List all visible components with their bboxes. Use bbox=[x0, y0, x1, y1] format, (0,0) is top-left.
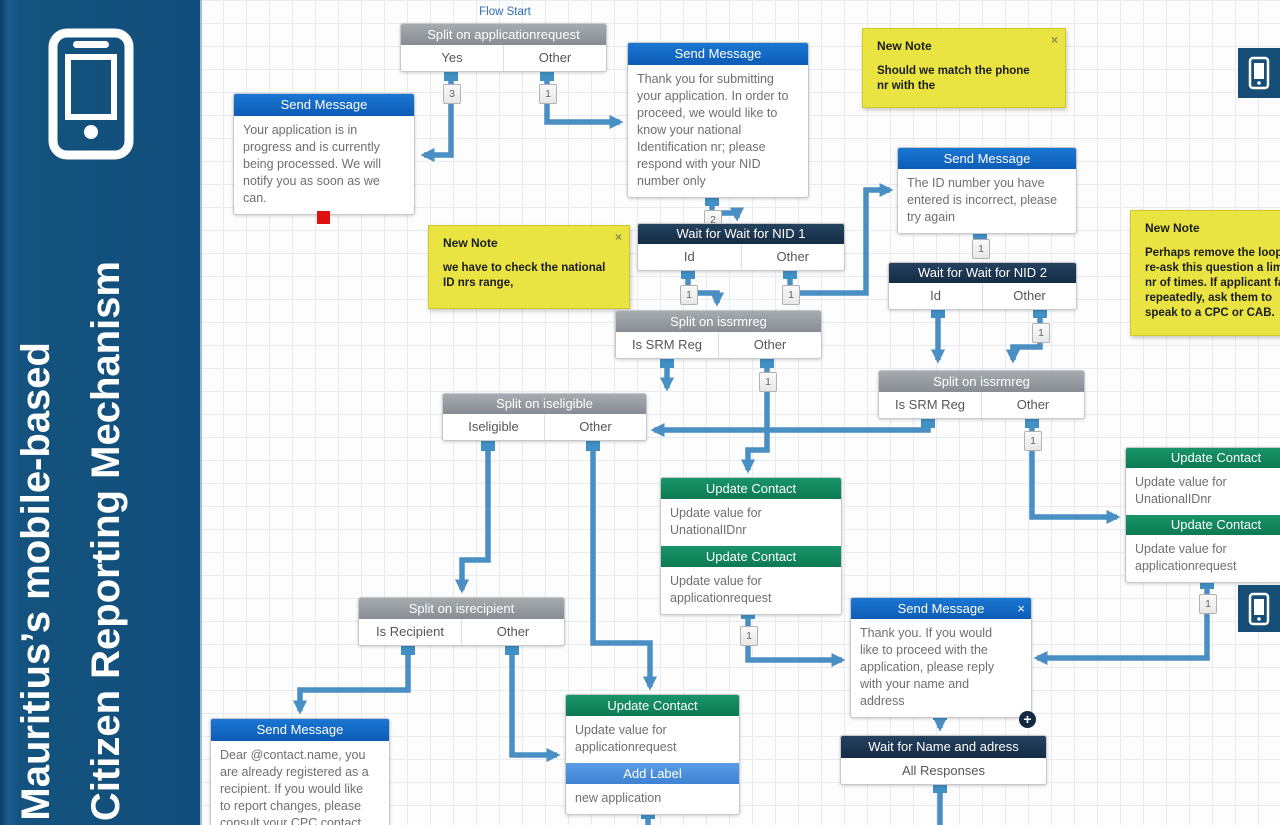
node-split-issrmreg-left[interactable]: Split on issrmreg Is SRM Reg Other bbox=[615, 310, 822, 359]
count-badge: 1 bbox=[1032, 323, 1050, 343]
count-badge: 1 bbox=[539, 84, 557, 104]
message-body: The ID number you have entered is incorr… bbox=[907, 176, 1058, 224]
node-wait-nid2[interactable]: Wait for Wait for NID 2 Id Other bbox=[888, 262, 1077, 310]
red-marker bbox=[317, 211, 330, 224]
message-body: Thank you. If you would like to proceed … bbox=[860, 626, 995, 708]
count-badge: 1 bbox=[1199, 594, 1217, 614]
split-node-header[interactable]: Split on issrmreg bbox=[879, 371, 1084, 392]
wait-node-header[interactable]: Wait for Wait for NID 2 bbox=[889, 263, 1076, 283]
exit-other[interactable]: Other bbox=[718, 332, 821, 358]
node-send-message-submit[interactable]: Send Message Thank you for submitting yo… bbox=[627, 42, 809, 198]
exit-other[interactable]: Other bbox=[503, 45, 606, 71]
update-body: Update value for applicationrequest bbox=[575, 723, 677, 754]
update-node-header[interactable]: Update Contact bbox=[1126, 515, 1280, 535]
update-node-header[interactable]: Update Contact bbox=[566, 695, 739, 716]
send-node-header[interactable]: Send Message bbox=[234, 94, 414, 116]
exit-all-responses[interactable]: All Responses bbox=[901, 763, 986, 778]
wait-node-header[interactable]: Wait for Name and adress bbox=[841, 736, 1046, 758]
note-title: New Note bbox=[877, 39, 932, 53]
count-badge: 1 bbox=[740, 626, 758, 646]
node-update-contact-right[interactable]: Update Contact Update value for Unationa… bbox=[1125, 447, 1280, 583]
add-label-header[interactable]: Add Label bbox=[566, 763, 739, 784]
exit-iseligible[interactable]: Iseligible bbox=[468, 419, 519, 434]
send-node-header[interactable]: Send Message bbox=[211, 719, 389, 741]
exit-is-srm-reg[interactable]: Is SRM Reg bbox=[894, 397, 966, 412]
message-body: Thank you for submitting your applicatio… bbox=[637, 72, 789, 188]
split-node-header[interactable]: Split on isrecipient bbox=[359, 598, 564, 619]
phone-logo-icon bbox=[48, 28, 134, 160]
node-send-message-dear[interactable]: Send Message Dear @contact.name, you are… bbox=[210, 718, 390, 825]
count-badge: 1 bbox=[1024, 431, 1042, 451]
add-connection-icon[interactable]: + bbox=[1019, 711, 1036, 728]
update-body: Update value for UnationalIDnr bbox=[670, 506, 762, 537]
node-update-contact-mid[interactable]: Update Contact Update value for Unationa… bbox=[660, 477, 842, 615]
close-icon[interactable]: × bbox=[1017, 601, 1025, 616]
count-badge: 1 bbox=[782, 285, 800, 305]
node-split-isrecipient[interactable]: Split on isrecipient Is Recipient Other bbox=[358, 597, 565, 646]
exit-other[interactable]: Other bbox=[981, 392, 1084, 418]
exit-is-recipient[interactable]: Is Recipient bbox=[376, 624, 444, 639]
exit-id[interactable]: Id bbox=[930, 288, 941, 303]
sidebar-title-line1: Mauritius’s mobile-based bbox=[14, 342, 58, 821]
exit-other[interactable]: Other bbox=[982, 283, 1076, 309]
note-body[interactable]: we have to check the national ID nrs ran… bbox=[443, 262, 606, 289]
sticky-note-national-id[interactable]: × New Note we have to check the national… bbox=[428, 225, 630, 309]
update-node-header[interactable]: Update Contact bbox=[661, 478, 841, 499]
sticky-note-phone[interactable]: × New Note Should we match the phone nr … bbox=[862, 28, 1066, 108]
node-split-applicationrequest[interactable]: Split on applicationrequest Yes Other bbox=[400, 23, 607, 72]
node-send-message-incorrect[interactable]: Send Message The ID number you have ente… bbox=[897, 147, 1077, 234]
node-update-contact-bottom[interactable]: Update Contact Update value for applicat… bbox=[565, 694, 740, 815]
exit-other[interactable]: Other bbox=[461, 619, 564, 645]
node-wait-name-address[interactable]: Wait for Name and adress All Responses bbox=[840, 735, 1047, 785]
note-title: New Note bbox=[443, 236, 498, 250]
wait-node-header[interactable]: Wait for Wait for NID 1 bbox=[638, 224, 844, 244]
send-node-header[interactable]: Send Message bbox=[898, 148, 1076, 169]
message-body: Dear @contact.name, you are already regi… bbox=[220, 748, 369, 825]
exit-yes[interactable]: Yes bbox=[441, 50, 463, 65]
exit-other[interactable]: Other bbox=[544, 414, 646, 440]
node-send-message-progress[interactable]: Send Message Your application is in prog… bbox=[233, 93, 415, 215]
count-badge: 1 bbox=[972, 239, 990, 259]
simulator-phone-icon[interactable] bbox=[1238, 48, 1280, 98]
update-body: Update value for applicationrequest bbox=[1135, 542, 1237, 573]
node-send-message-thankyou[interactable]: Send Message × Thank you. If you would l… bbox=[850, 597, 1032, 718]
update-body: Update value for applicationrequest bbox=[670, 574, 772, 605]
sticky-note-loop[interactable]: New Note Perhaps remove the loop re-ask … bbox=[1130, 210, 1280, 336]
sidebar-title-line2: Citizen Reporting Mechanism bbox=[84, 260, 128, 821]
update-node-header[interactable]: Update Contact bbox=[1126, 448, 1280, 468]
split-node-header[interactable]: Split on issrmreg bbox=[616, 311, 821, 332]
message-body: Your application is in progress and is c… bbox=[243, 123, 382, 205]
count-badge: 3 bbox=[443, 84, 461, 104]
flow-start-label[interactable]: Flow Start bbox=[479, 6, 531, 18]
sidebar-brand-panel: Mauritius’s mobile-based Citizen Reporti… bbox=[0, 0, 202, 825]
update-body: Update value for UnationalIDnr bbox=[1135, 475, 1227, 506]
note-body[interactable]: Should we match the phone nr with the bbox=[877, 65, 1030, 92]
note-body[interactable]: Perhaps remove the loop re-ask this ques… bbox=[1145, 247, 1280, 319]
close-icon[interactable]: × bbox=[614, 230, 622, 244]
label-body: new application bbox=[575, 791, 662, 805]
send-node-header[interactable]: Send Message bbox=[851, 598, 1031, 619]
node-split-iseligible[interactable]: Split on iseligible Iseligible Other bbox=[442, 393, 647, 441]
node-wait-nid1[interactable]: Wait for Wait for NID 1 Id Other bbox=[637, 223, 845, 271]
split-node-header[interactable]: Split on applicationrequest bbox=[401, 24, 606, 45]
exit-other[interactable]: Other bbox=[740, 244, 845, 270]
exit-is-srm-reg[interactable]: Is SRM Reg bbox=[631, 337, 703, 352]
node-split-issrmreg-right[interactable]: Split on issrmreg Is SRM Reg Other bbox=[878, 370, 1085, 419]
note-title: New Note bbox=[1145, 221, 1200, 235]
simulator-phone-icon[interactable] bbox=[1238, 585, 1280, 632]
send-node-header[interactable]: Send Message bbox=[628, 43, 808, 65]
close-icon[interactable]: × bbox=[1050, 33, 1058, 47]
split-node-header[interactable]: Split on iseligible bbox=[443, 394, 646, 414]
count-badge: 1 bbox=[759, 372, 777, 392]
update-node-header[interactable]: Update Contact bbox=[661, 546, 841, 567]
count-badge: 1 bbox=[680, 285, 698, 305]
exit-id[interactable]: Id bbox=[683, 249, 695, 264]
